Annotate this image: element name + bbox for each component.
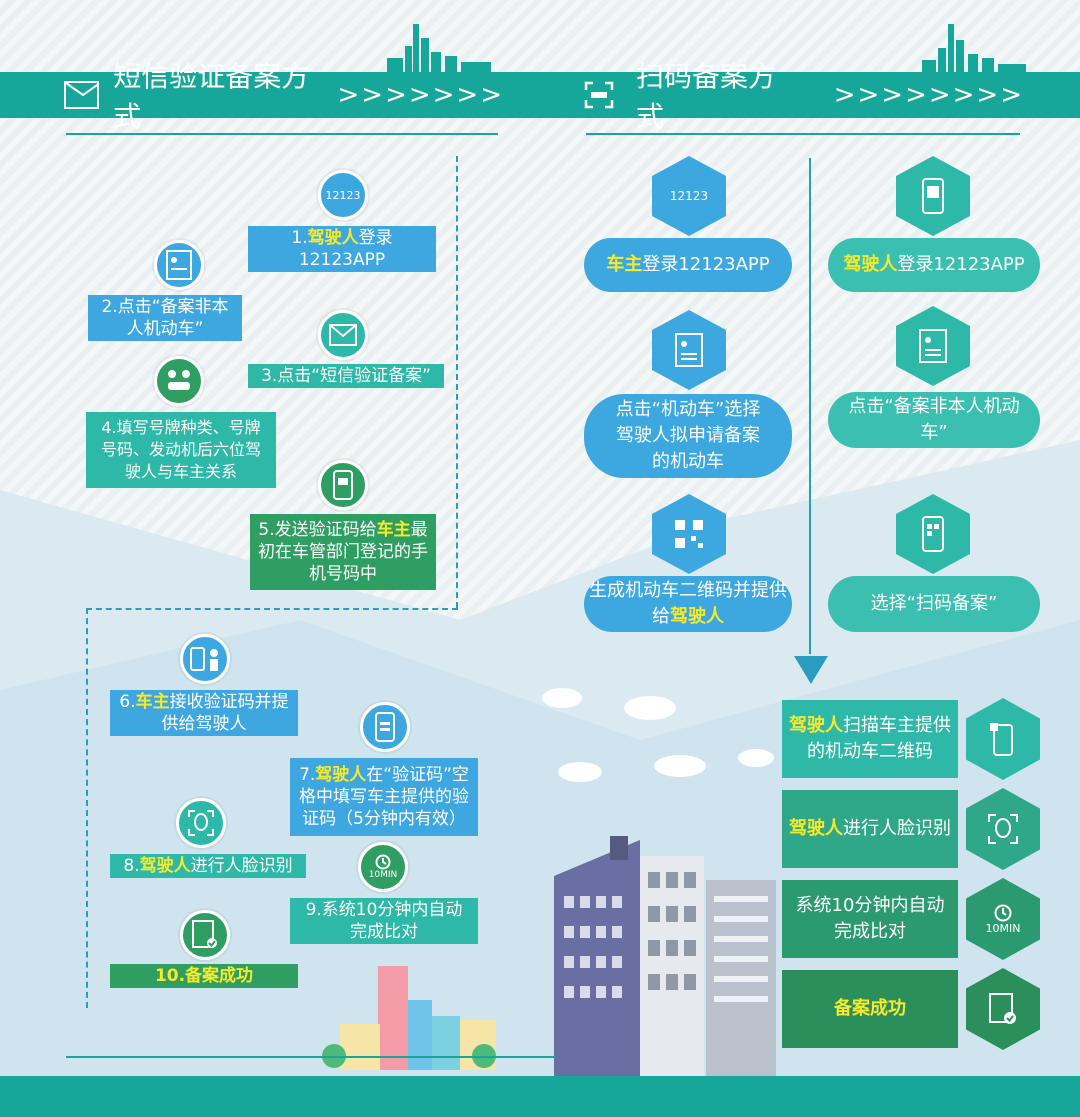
dashed-line-left: [86, 608, 88, 1008]
people-car-icon: [154, 356, 204, 406]
final-step-1: 驾驶人扫描车主提供的机动车二维码: [782, 700, 958, 778]
driver-step-2: 点击“备案非本人机动车”: [828, 392, 1040, 448]
skyline-right: [922, 24, 1026, 74]
right-rule: [586, 133, 1020, 135]
right-city-illustration: [554, 836, 776, 1076]
left-chevrons: >>>>>>>: [337, 80, 504, 110]
dashed-line-right: [456, 156, 458, 608]
owner-step-2: 点击“机动车”选择驾驶人拟申请备案的机动车: [584, 394, 792, 478]
left-step-2: 2.点击“备案非本人机动车”: [88, 295, 242, 341]
right-section-title: 扫码备案方式: [636, 60, 777, 133]
phone-transfer-icon: [180, 634, 230, 684]
right-column-divider: [809, 158, 811, 654]
mail-icon: [64, 81, 100, 109]
sms-envelope-icon: [318, 310, 368, 360]
left-step-1: 1.驾驶人登录12123APP: [248, 226, 436, 272]
driver-id-card-icon: [896, 306, 970, 386]
left-step-8: 8.驾驶人进行人脸识别: [110, 854, 306, 878]
left-step-4: 4.填写号牌种类、号牌号码、发动机后六位驾驶人与车主关系: [86, 412, 276, 488]
owner-step-3: 生成机动车二维码并提供给驾驶人: [584, 576, 792, 632]
id-card-icon: [154, 240, 204, 290]
skyline-left: [387, 24, 491, 74]
left-section-header: 短信验证备案方式 >>>>>>>: [64, 60, 504, 133]
left-step-9: 9.系统10分钟内自动完成比对: [290, 898, 478, 944]
left-rule: [66, 133, 498, 135]
left-step-10: 10.备案成功: [110, 964, 298, 988]
left-step-6: 6.车主接收验证码并提供给驾驶人: [110, 690, 298, 736]
face-scan-icon: [176, 798, 226, 848]
right-section-header: 扫码备案方式 >>>>>>>>: [584, 60, 1024, 133]
driver-step-1: 驾驶人登录12123APP: [828, 238, 1040, 292]
final-step-2: 驾驶人进行人脸识别: [782, 790, 958, 868]
owner-app-12123-icon: 12123: [652, 156, 726, 236]
bottom-rule: [66, 1056, 556, 1058]
phone-message-icon: [318, 460, 368, 510]
final-step-3: 系统10分钟内自动完成比对: [782, 880, 958, 958]
down-arrow-icon: [794, 656, 828, 684]
driver-step-3: 选择“扫码备案”: [828, 576, 1040, 632]
final-step-4: 备案成功: [782, 970, 958, 1048]
app-12123-icon: 12123: [318, 170, 368, 220]
footer-band: [0, 1076, 1080, 1117]
success-card-icon: [180, 910, 230, 960]
left-section-title: 短信验证备案方式: [113, 60, 310, 133]
face-hex-icon: [966, 788, 1040, 870]
clock-hex-icon: 10MIN: [966, 878, 1040, 960]
header-band: [0, 72, 1080, 118]
left-step-5: 5.发送验证码给车主最初在车管部门登记的手机号码中: [250, 514, 436, 590]
owner-step-1: 车主登录12123APP: [584, 238, 792, 292]
left-step-7: 7.驾驶人在“验证码”空格中填写车主提供的验证码（5分钟内有效）: [290, 758, 478, 836]
clouds: [542, 688, 774, 782]
phone-code-icon: [360, 702, 410, 752]
clock-10min-icon: 10MIN: [358, 842, 408, 892]
driver-phone-icon: [896, 156, 970, 236]
left-city-illustration: [322, 966, 496, 1070]
left-step-3: 3.点击“短信验证备案”: [248, 364, 444, 388]
scan-phone-hex-icon: [966, 698, 1040, 780]
right-chevrons: >>>>>>>>: [833, 80, 1024, 110]
owner-id-card-icon: [652, 310, 726, 390]
scan-icon: [584, 81, 614, 109]
dashed-line-middle: [86, 608, 458, 610]
